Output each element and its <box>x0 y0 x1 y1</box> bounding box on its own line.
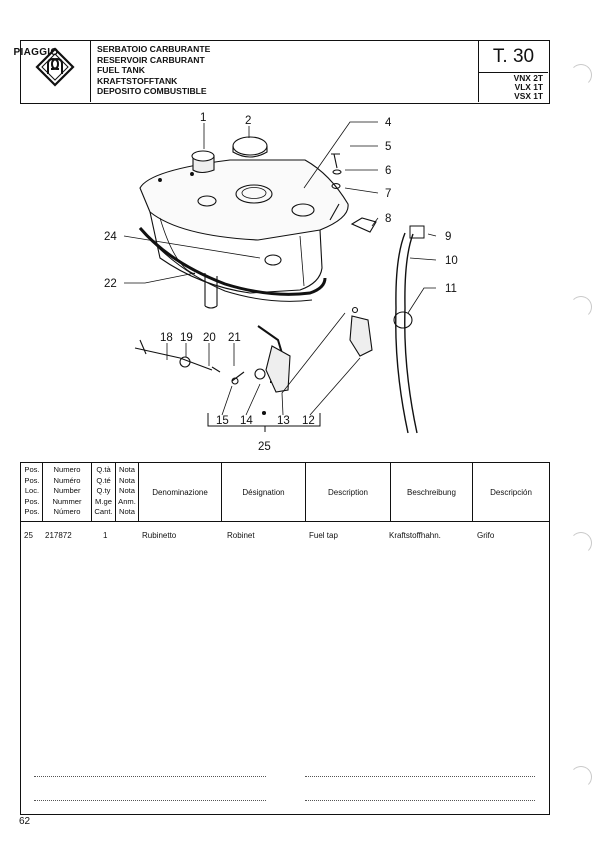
callout-10: 10 <box>445 255 458 267</box>
note-line <box>305 776 535 777</box>
model-item: VNX 2T <box>513 73 543 83</box>
row-pos: 25 <box>24 531 33 540</box>
column-header-german: Beschreibung <box>407 488 456 497</box>
callout-14: 14 <box>240 415 253 427</box>
column-header-italian: Denominazione <box>152 488 208 497</box>
fuel-tank-drawing <box>138 159 349 309</box>
column-header-note: Nota Nota Nota Anm. Nota <box>118 465 136 517</box>
row-italian: Rubinetto <box>142 531 177 540</box>
callout-13: 13 <box>277 415 290 427</box>
brand-logo <box>21 41 91 102</box>
binder-hole <box>570 296 592 318</box>
row-number: 217872 <box>45 531 72 540</box>
callout-25: 25 <box>258 441 271 453</box>
note-line <box>34 776 266 777</box>
piaggio-emblem-icon <box>35 47 75 87</box>
callout-22: 22 <box>104 278 117 290</box>
column-header-qty: Q.tà Q.té Q.ty M.ge Cant. <box>94 465 113 517</box>
column-header-pos: Pos. Pos. Loc. Pos. Pos. <box>24 465 40 517</box>
row-english: Fuel tap <box>309 531 338 540</box>
column-header-spanish: Descripción <box>490 488 532 497</box>
note-line <box>34 800 266 801</box>
callout-5: 5 <box>385 141 391 153</box>
callout-8: 8 <box>385 213 391 225</box>
callout-11: 11 <box>445 283 457 295</box>
callout-15: 15 <box>216 415 229 427</box>
row-qty: 1 <box>103 531 108 540</box>
page-number: 62 <box>19 816 31 827</box>
callout-6: 6 <box>385 165 391 177</box>
callout-21: 21 <box>228 332 241 344</box>
callout-4: 4 <box>385 117 392 129</box>
row-german: Kraftstoffhahn. <box>389 531 441 540</box>
callout-24: 24 <box>104 231 117 243</box>
callout-1: 1 <box>200 112 206 124</box>
callout-2: 2 <box>245 115 251 127</box>
section-titles: SERBATOIO CARBURANTE RESERVOIR CARBURANT… <box>97 44 211 97</box>
callout-9: 9 <box>445 231 451 243</box>
callout-12: 12 <box>302 415 315 427</box>
column-header-french: Désignation <box>242 488 285 497</box>
model-item: VSX 1T <box>514 91 543 101</box>
model-item: VLX 1T <box>514 82 543 92</box>
binder-hole <box>570 64 592 86</box>
row-spanish: Grifo <box>477 531 495 540</box>
page-header: SERBATOIO CARBURANTE RESERVOIR CARBURANT… <box>20 40 550 104</box>
binder-hole <box>570 532 592 554</box>
column-header-english: Description <box>327 488 368 497</box>
model-list: VNX 2T VLX 1T VSX 1T <box>479 74 543 101</box>
callout-18: 18 <box>160 332 173 344</box>
parts-table: Pos. Pos. Loc. Pos. Pos. Numero Numéro N… <box>20 462 550 815</box>
row-french: Robinet <box>227 531 255 540</box>
binder-hole <box>570 766 592 788</box>
note-line <box>305 800 535 801</box>
callout-19: 19 <box>180 332 193 344</box>
callout-7: 7 <box>385 188 391 200</box>
table-code: T. 30 <box>479 41 548 73</box>
table-code-box: T. 30 VNX 2T VLX 1T VSX 1T <box>478 41 548 102</box>
fuel-tank-exploded-diagram: 1 2 4 5 6 7 8 9 10 11 24 22 18 19 20 21 … <box>104 112 458 453</box>
filler-cap-drawing <box>191 136 268 174</box>
brand-name: PIAGGIO <box>13 47 59 58</box>
column-header-number: Numero Numéro Number Nummer Número <box>52 465 82 517</box>
callout-20: 20 <box>203 332 216 344</box>
